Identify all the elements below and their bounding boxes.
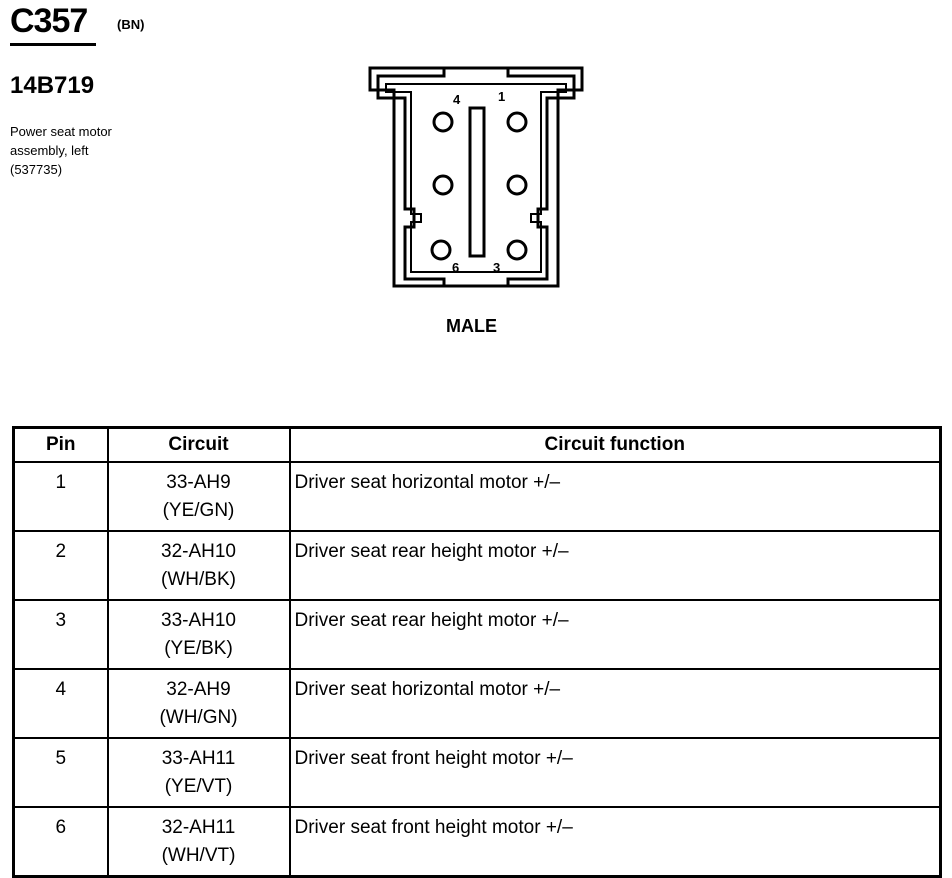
connector-color-code: (BN) xyxy=(117,17,145,32)
table-row: 4 32-AH9 (WH/GN) Driver seat horizontal … xyxy=(12,668,942,739)
circuit-cell: 32-AH10 (WH/BK) xyxy=(106,530,291,601)
cavity-label-1: 1 xyxy=(498,89,505,104)
column-header-pin: Pin xyxy=(12,426,109,463)
circuit-function: Driver seat horizontal motor +/– xyxy=(288,461,942,532)
circuit-cell: 32-AH11 (WH/VT) xyxy=(106,806,291,878)
pin-cavity-4 xyxy=(432,111,454,133)
table-header-row: Pin Circuit Circuit function xyxy=(12,426,942,463)
circuit-id: 32-AH11 xyxy=(161,817,236,838)
connector-id-underline xyxy=(10,43,96,46)
part-description-line: assembly, left xyxy=(10,143,89,158)
circuit-function: Driver seat rear height motor +/– xyxy=(288,599,942,670)
table-row: 1 33-AH9 (YE/GN) Driver seat horizontal … xyxy=(12,461,942,532)
cavity-label-4: 4 xyxy=(453,92,461,107)
pin-cavity-2 xyxy=(506,174,528,196)
connector-id: C357 xyxy=(10,2,88,40)
connector-face-diagram: 4 1 6 3 xyxy=(368,66,584,288)
column-header-function: Circuit function xyxy=(288,426,942,463)
circuit-cell: 33-AH9 (YE/GN) xyxy=(106,461,291,532)
circuit-function: Driver seat front height motor +/– xyxy=(288,737,942,808)
circuit-id: 33-AH10 xyxy=(161,610,236,631)
pin-number: 3 xyxy=(12,599,109,670)
pin-cavity-3 xyxy=(506,239,528,261)
pin-number: 2 xyxy=(12,530,109,601)
pin-number: 1 xyxy=(12,461,109,532)
table-row: 5 33-AH11 (YE/VT) Driver seat front heig… xyxy=(12,737,942,808)
wire-color: (YE/BK) xyxy=(164,638,233,659)
circuit-cell: 33-AH11 (YE/VT) xyxy=(106,737,291,808)
wire-color: (WH/GN) xyxy=(159,707,238,728)
pinout-table: Pin Circuit Circuit function 1 33-AH9 (Y… xyxy=(12,426,942,878)
circuit-cell: 32-AH9 (WH/GN) xyxy=(106,668,291,739)
circuit-function: Driver seat front height motor +/– xyxy=(288,806,942,878)
cavity-label-3: 3 xyxy=(493,260,500,275)
connector-outer-shell xyxy=(368,66,584,288)
wire-color: (WH/BK) xyxy=(161,569,236,590)
circuit-id: 33-AH9 xyxy=(166,472,231,493)
circuit-id: 33-AH11 xyxy=(161,748,236,769)
circuit-cell: 33-AH10 (YE/BK) xyxy=(106,599,291,670)
table-row: 6 32-AH11 (WH/VT) Driver seat front heig… xyxy=(12,806,942,878)
column-header-circuit: Circuit xyxy=(106,426,291,463)
wire-color: (WH/VT) xyxy=(161,845,236,866)
pin-cavity-6 xyxy=(430,239,452,261)
part-description-line: (537735) xyxy=(10,162,63,177)
cavity-label-6: 6 xyxy=(452,260,459,275)
circuit-function: Driver seat horizontal motor +/– xyxy=(288,668,942,739)
pin-number: 4 xyxy=(12,668,109,739)
connector-inner-shell xyxy=(376,66,576,288)
circuit-id: 32-AH10 xyxy=(161,541,236,562)
pin-cavity-1 xyxy=(506,111,528,133)
circuit-id: 32-AH9 xyxy=(166,679,231,700)
table-row: 3 33-AH10 (YE/BK) Driver seat rear heigh… xyxy=(12,599,942,670)
part-description-line: Power seat motor xyxy=(10,124,112,139)
circuit-function: Driver seat rear height motor +/– xyxy=(288,530,942,601)
part-description: Power seat motor assembly, left (537735) xyxy=(10,122,170,179)
pin-cavity-5 xyxy=(432,174,454,196)
pin-number: 5 xyxy=(12,737,109,808)
wire-color: (YE/GN) xyxy=(162,500,235,521)
part-number: 14B719 xyxy=(10,72,95,99)
wire-color: (YE/VT) xyxy=(164,776,233,797)
pin-number: 6 xyxy=(12,806,109,878)
connector-cavity-wall xyxy=(385,83,567,273)
connector-gender-label: MALE xyxy=(446,316,497,336)
table-row: 2 32-AH10 (WH/BK) Driver seat rear heigh… xyxy=(12,530,942,601)
center-key-slot xyxy=(468,106,486,258)
